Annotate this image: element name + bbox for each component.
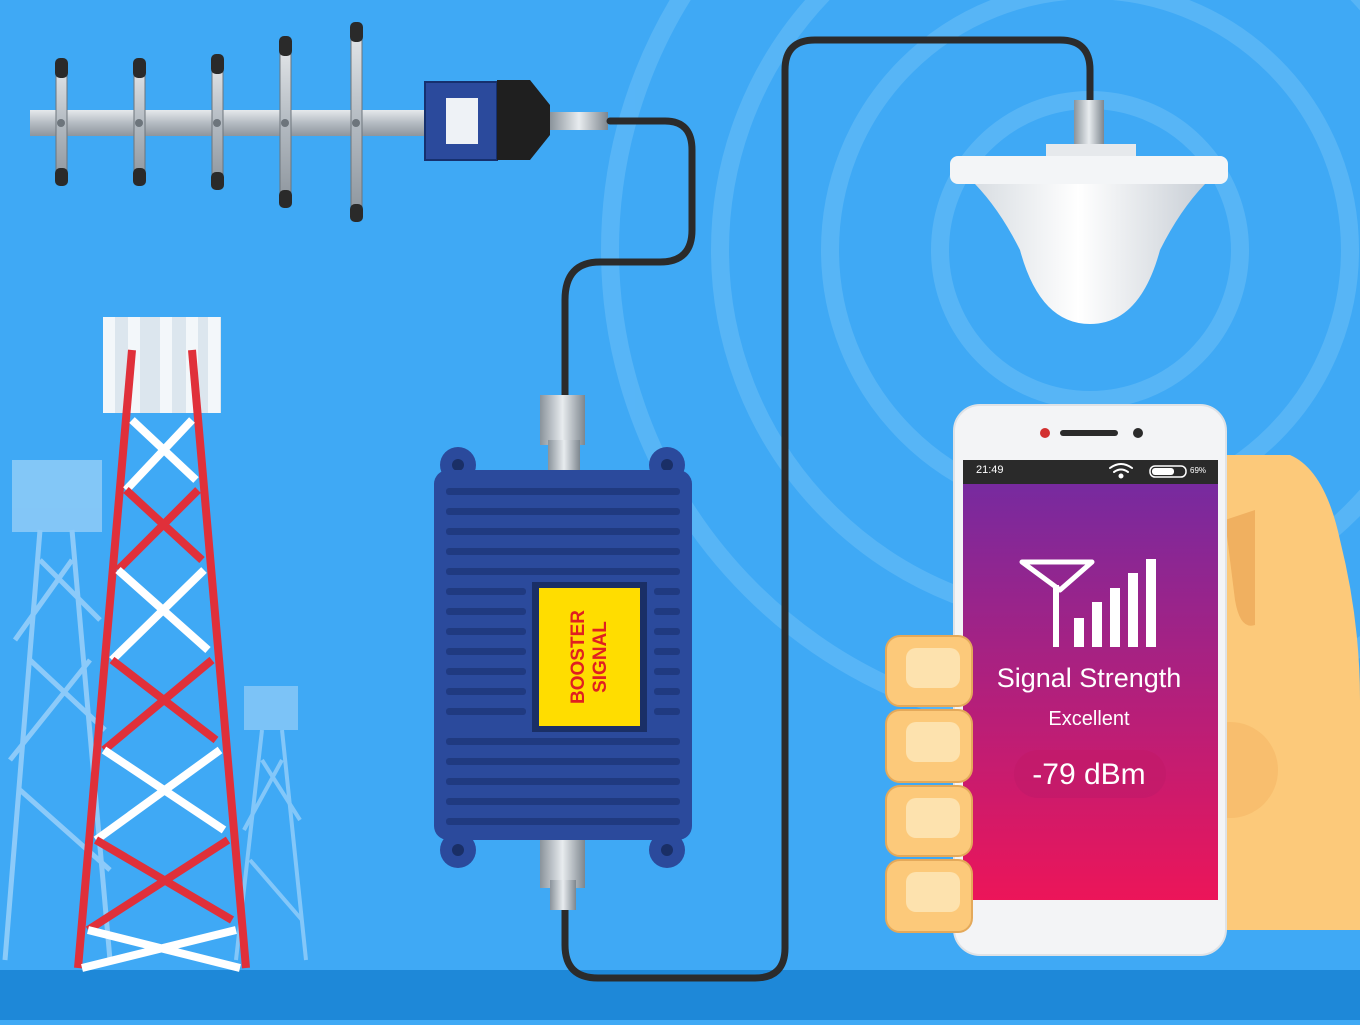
cell-tower-icon <box>2 460 113 961</box>
booster-label: BOOSTER SIGNAL <box>539 588 640 726</box>
booster-label-line2: SIGNAL <box>589 621 611 693</box>
cell-tower-icon <box>234 686 308 961</box>
smartphone-icon <box>953 404 1227 956</box>
wifi-icon <box>1109 463 1133 479</box>
booster-unit <box>434 395 692 910</box>
signal-reading-value: -79 dBm <box>1032 758 1146 791</box>
signal-bars-icon <box>1019 559 1156 647</box>
cell-tower-icon <box>74 317 250 972</box>
reading-pill <box>1014 750 1166 798</box>
coax-cable <box>561 36 1094 982</box>
status-battery-percent: 69% <box>1190 466 1207 475</box>
yagi-antenna-icon <box>30 22 608 222</box>
signal-quality-label: Excellent <box>1048 708 1130 730</box>
booster-label-line1: BOOSTER <box>567 610 589 704</box>
status-time: 21:49 <box>976 464 1004 476</box>
ceiling-dome-antenna-icon <box>950 100 1228 324</box>
fingers <box>885 635 973 933</box>
signal-strength-title: Signal Strength <box>996 663 1182 693</box>
battery-icon <box>1149 465 1187 478</box>
